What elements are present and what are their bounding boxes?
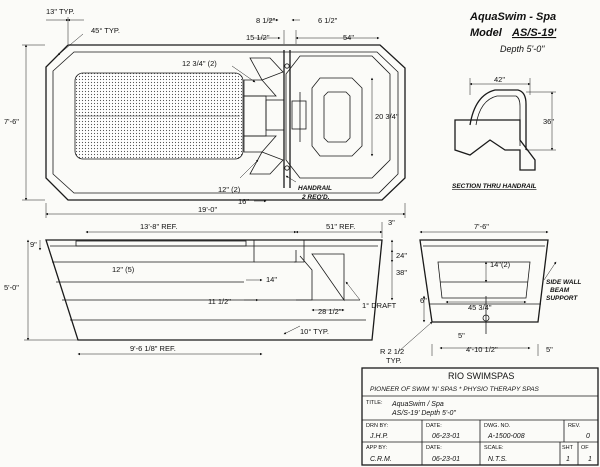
end-elevation: 7'-6" 14"(2) SIDE WALL BEAM SUPPORT 6" 4…	[380, 222, 581, 365]
title-block: RIO SWIMSPAS PIONEER OF SWIM 'N' SPAS * …	[361, 367, 599, 466]
title-label: TITLE:	[366, 400, 383, 406]
side-elevation-outline	[45, 239, 383, 341]
spa-well	[285, 55, 391, 179]
dim-15-half: 15 1/2"	[246, 33, 270, 42]
spa-foot-well	[311, 77, 363, 157]
dwg-value: A-1500-008	[487, 433, 525, 440]
dim-24: 24"	[396, 251, 407, 260]
dim-19-0: 19'-0"	[198, 205, 217, 214]
dim-45-typ: 45° TYP.	[91, 26, 120, 35]
scale-value: N.T.S.	[488, 456, 507, 463]
handrail-section-wall	[454, 119, 536, 171]
dim-11-half: 11 1/2"	[208, 297, 231, 306]
dim-7-6-end: 7'-6"	[474, 222, 489, 231]
dwg-label: DWG. NO.	[484, 423, 511, 429]
dim-typ: TYP.	[386, 356, 402, 365]
drn-value: J.H.P.	[369, 433, 388, 440]
section-thru-handrail: SECTION THRU HANDRAIL	[452, 183, 537, 190]
handrail-section: 42" 36" SECTION THRU HANDRAIL	[452, 75, 556, 190]
spa-seating	[243, 57, 285, 175]
dim-14: 14"	[266, 275, 277, 284]
handrail-label: HANDRAIL	[298, 185, 332, 192]
dim-42: 42"	[494, 75, 505, 84]
plan-inner-outline	[52, 51, 399, 194]
of-value: 1	[588, 456, 592, 463]
company-tagline: PIONEER OF SWIM 'N' SPAS * PHYSIO THERAP…	[370, 386, 540, 393]
dim-5-right: 5"	[546, 345, 553, 354]
title-line-2: AS/S-19' Depth 5'-0"	[391, 410, 456, 417]
dim-8-half: 8 1/2"	[256, 16, 276, 25]
model-prefix: Model	[470, 27, 503, 39]
dim-36: 36"	[543, 117, 554, 126]
model-header: AquaSwim - Spa Model AS/S-19' Depth 5'-0…	[469, 11, 557, 54]
company-name: RIO SWIMSPAS	[448, 371, 514, 381]
dim-54: 54"	[343, 33, 354, 42]
product-name: AquaSwim - Spa	[469, 11, 556, 23]
of-label: OF	[581, 445, 589, 451]
plan-outer-outline	[45, 44, 406, 201]
end-elevation-outline	[419, 239, 549, 323]
support-label: SUPPORT	[546, 295, 578, 302]
end-seat-well	[437, 261, 531, 299]
scale-label: SCALE:	[484, 445, 504, 451]
drain-fitting	[482, 314, 490, 322]
rev-label: REV.	[568, 423, 581, 429]
dim-draft: 1° DRAFT	[362, 301, 397, 310]
handrail-req-label: 2 REQ'D.	[301, 194, 330, 201]
dim-12-2: 12" (2)	[218, 185, 241, 194]
side-elevation: 13'-8" REF. 51" REF. 3" 9" 24" 38" 12" (…	[4, 218, 407, 356]
app-label: APP BY:	[366, 445, 387, 451]
rev-value: 0	[586, 433, 590, 440]
dim-12-5: 12" (5)	[112, 265, 135, 274]
dim-20-34: 20 3/4"	[375, 112, 399, 121]
title-line-1: AquaSwim / Spa	[391, 401, 444, 408]
model-number: AS/S-19'	[511, 27, 557, 39]
dim-10-typ: 10° TYP.	[300, 327, 329, 336]
dim-13-typ: 13" TYP.	[46, 7, 75, 16]
handrail-tube-outer	[469, 89, 527, 150]
dim-45-34: 45 3/4"	[468, 303, 492, 312]
app-value: C.R.M.	[370, 456, 392, 463]
dim-16: 16"	[238, 197, 249, 206]
dim-6: 6"	[420, 296, 427, 305]
dim-9-6-ref: 9'-6 1/8" REF.	[130, 344, 176, 353]
side-wall-label: SIDE WALL	[546, 279, 581, 286]
date-value-1: 06-23-01	[432, 433, 460, 440]
dim-7-6: 7'-6"	[4, 117, 19, 126]
dim-13-8-ref: 13'-8" REF.	[140, 222, 177, 231]
dim-6-half: 6 1/2"	[318, 16, 338, 25]
model-depth: Depth 5'-0"	[500, 44, 545, 54]
side-handrail-bar	[75, 240, 247, 247]
dim-3: 3"	[388, 218, 395, 227]
sht-label: SHT	[562, 445, 574, 451]
dim-5-left: 5"	[458, 331, 465, 340]
date-value-2: 06-23-01	[432, 456, 460, 463]
dim-14-2: 14"(2)	[490, 260, 511, 269]
dim-12-34-2: 12 3/4" (2)	[182, 59, 217, 68]
drn-label: DRN BY:	[366, 423, 388, 429]
beam-label: BEAM	[550, 287, 570, 294]
dim-5-0: 5'-0"	[4, 283, 19, 292]
dim-51-ref: 51" REF.	[326, 222, 355, 231]
dim-28-half: 28 1/2"	[318, 307, 342, 316]
dim-r2-half: R 2 1/2	[380, 347, 404, 356]
date-label-2: DATE:	[426, 445, 442, 451]
plan-view: 13" TYP. 45° TYP. 8 1/2" 6 1/2" 15 1/2" …	[4, 7, 406, 218]
dim-9: 9"	[30, 240, 37, 249]
sht-value: 1	[566, 456, 570, 463]
date-label-1: DATE:	[426, 423, 442, 429]
dim-4-10: 4'-10 1/2"	[466, 345, 498, 354]
dim-38: 38"	[396, 268, 407, 277]
